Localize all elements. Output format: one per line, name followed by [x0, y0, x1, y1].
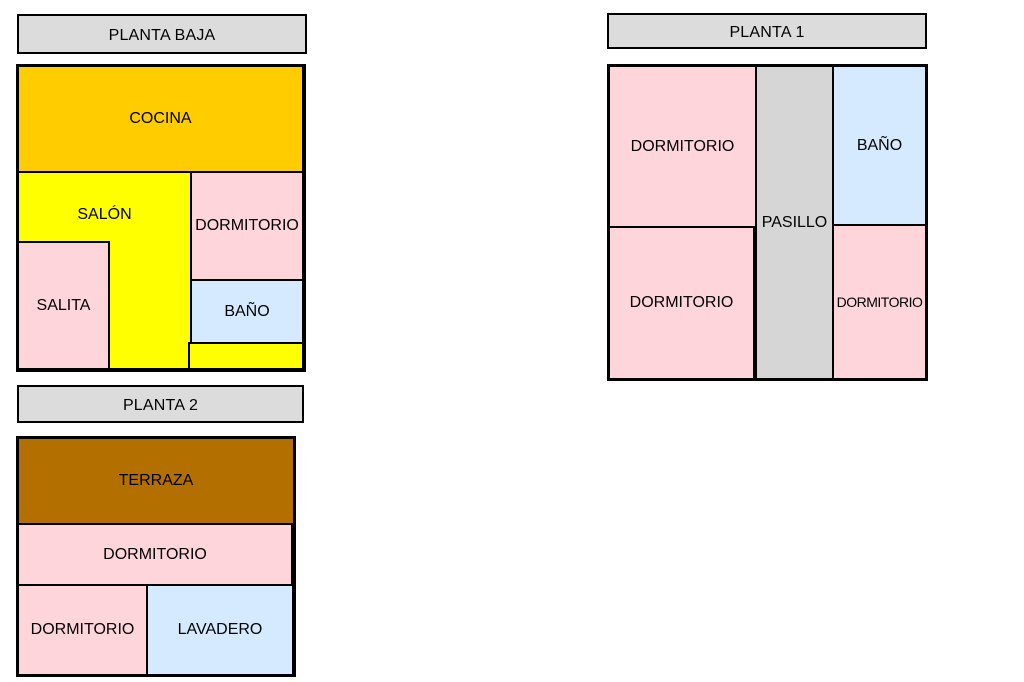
room-dormitorio-baja: DORMITORIO	[190, 171, 304, 281]
room-dormitorio-p1-a-label: DORMITORIO	[630, 137, 735, 155]
room-dormitorio-p2-b: DORMITORIO	[17, 584, 148, 676]
room-cocina-label: COCINA	[129, 110, 192, 127]
room-dormitorio-p1-c: DORMITORIO	[832, 224, 927, 380]
planta-baja-title-text: PLANTA BAJA	[108, 26, 216, 44]
room-cocina: COCINA	[17, 65, 304, 173]
room-dormitorio-p1-c-label: DORMITORIO	[836, 294, 923, 310]
room-bano-baja-label: BAÑO	[224, 302, 270, 320]
room-lavadero-label: LAVADERO	[177, 621, 263, 638]
planta-2-title-text: PLANTA 2	[122, 396, 199, 414]
room-dormitorio-p1-b-label: DORMITORIO	[629, 294, 734, 311]
room-terraza: TERRAZA	[17, 437, 295, 525]
planta-baja-title: PLANTA BAJA	[17, 14, 307, 54]
room-salon-label: SALÓN	[77, 206, 132, 223]
room-dormitorio-p2-b-label: DORMITORIO	[30, 621, 135, 638]
room-pasillo-label: PASILLO	[761, 213, 828, 231]
room-bano-p1-label: BAÑO	[856, 136, 903, 154]
room-lavadero: LAVADERO	[146, 584, 294, 676]
room-dormitorio-baja-label: DORMITORIO	[195, 217, 299, 234]
room-pasillo: PASILLO	[755, 65, 834, 380]
room-terraza-label: TERRAZA	[118, 472, 194, 489]
planta-1-title: PLANTA 1	[607, 13, 927, 49]
room-dormitorio-p1-a: DORMITORIO	[608, 65, 757, 228]
room-dormitorio-p2-a: DORMITORIO	[17, 523, 293, 586]
room-salita: SALITA	[17, 241, 110, 370]
room-hall-strip	[188, 342, 304, 370]
planta-1-title-text: PLANTA 1	[729, 23, 805, 41]
room-bano-p1: BAÑO	[832, 65, 927, 226]
room-dormitorio-p1-b: DORMITORIO	[608, 226, 755, 380]
room-dormitorio-p2-a-label: DORMITORIO	[103, 545, 207, 563]
room-bano-baja: BAÑO	[190, 279, 304, 344]
planta-2-title: PLANTA 2	[17, 385, 304, 423]
room-salita-label: SALITA	[36, 296, 91, 314]
